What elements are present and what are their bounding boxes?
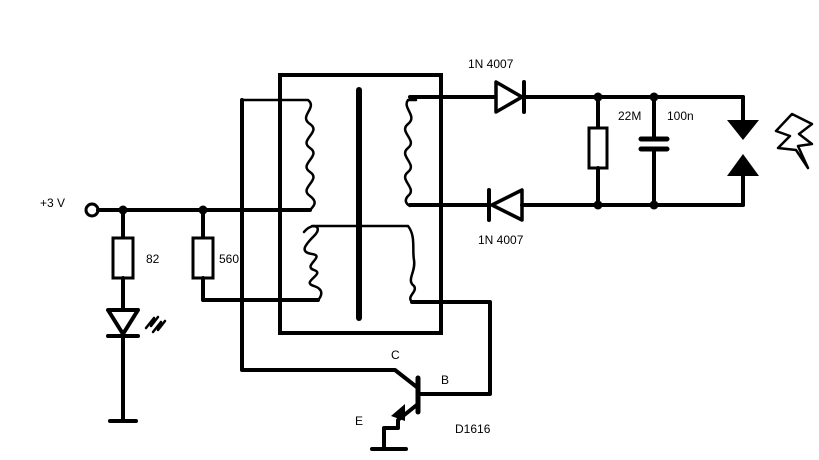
base-wire — [410, 300, 492, 396]
led-symbol — [106, 308, 140, 336]
diode-bottom — [490, 188, 524, 222]
capacitor-label: 100n — [667, 109, 694, 123]
collector-wire — [240, 98, 420, 390]
resistor-22m-label: 22M — [618, 109, 641, 123]
primary-winding — [240, 98, 316, 212]
resistor-82-label: 82 — [146, 252, 160, 266]
resistor-82 — [111, 236, 135, 280]
emitter-arrow — [391, 404, 405, 421]
secondary-winding — [403, 98, 418, 208]
spark-electrode-bottom — [727, 154, 759, 176]
spark-electrode-top — [727, 120, 759, 140]
diode-bottom-label: 1N 4007 — [478, 233, 524, 247]
base-winding — [310, 224, 417, 304]
supply-label: +3 V — [40, 196, 65, 210]
resistor-560 — [191, 236, 215, 280]
light-emission-icon — [144, 315, 167, 334]
resistor-22m — [587, 126, 609, 170]
base-label: B — [441, 373, 449, 387]
diode-top — [494, 80, 524, 114]
emitter-label: E — [355, 414, 363, 428]
feedback-winding — [302, 224, 323, 302]
transistor-label: D1616 — [455, 422, 491, 436]
lightning-icon — [774, 112, 814, 170]
resistor-560-label: 560 — [219, 252, 239, 266]
collector-label: C — [391, 348, 400, 362]
diode-top-label: 1N 4007 — [468, 57, 514, 71]
bias-branch-wire — [201, 276, 320, 302]
